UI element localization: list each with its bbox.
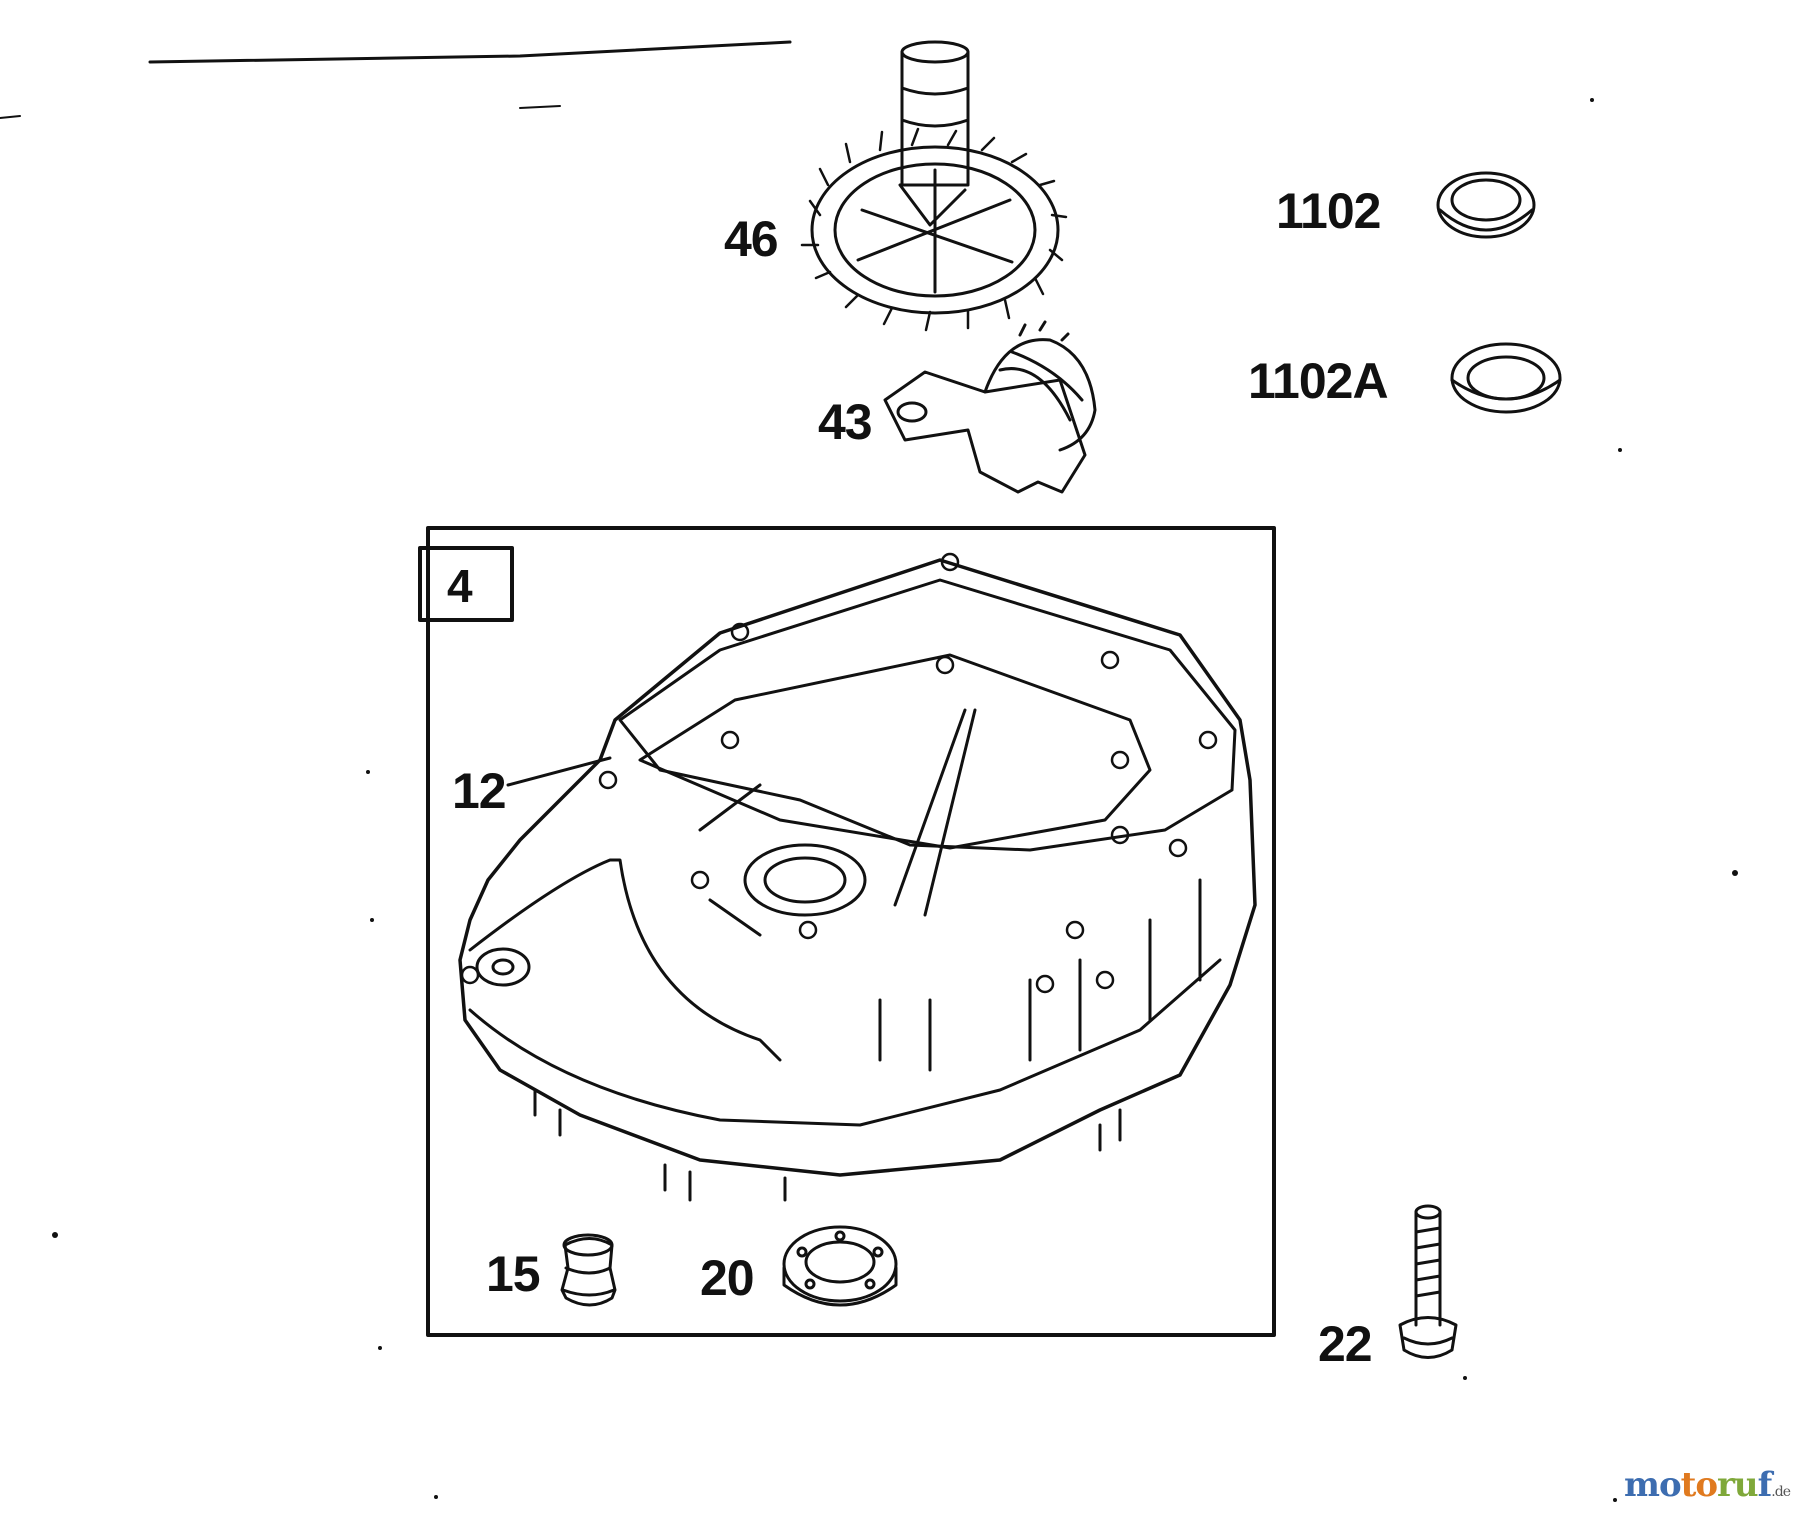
callout-20: 20 [700,1250,755,1306]
seal-part-1102a [1450,342,1562,414]
watermark-part: ru [1717,1465,1759,1505]
scan-specks [52,98,1738,1502]
assembly-box [426,526,1276,1337]
governor-part-43 [883,320,1097,494]
watermark-part: .de [1771,1484,1791,1500]
callout-43: 43 [818,394,873,450]
plug-part-15 [560,1233,617,1307]
crankcase-cover-part-4 [458,552,1257,1202]
callout-12: 12 [452,763,507,819]
gasket-leader-line-12 [506,756,612,787]
callout-46: 46 [724,211,779,267]
watermark-part: to [1680,1465,1718,1505]
item-number-box [418,546,514,622]
callout-4: 4 [447,560,473,612]
cam-gear-part-46 [800,40,1068,332]
callout-1102: 1102 [1276,183,1381,239]
watermark-part: mo [1623,1465,1682,1505]
bolt-part-22 [1398,1204,1458,1359]
scan-line [0,115,21,119]
oil-seal-part-20 [782,1225,898,1307]
watermark-part: f [1757,1465,1773,1505]
seal-part-1102 [1436,171,1536,239]
scan-line [148,40,792,64]
callout-15: 15 [486,1246,541,1302]
watermark-logo: motoruf.de [1623,1465,1791,1505]
callout-1102a: 1102A [1248,353,1389,409]
scan-line [519,105,561,109]
callout-22: 22 [1318,1316,1373,1372]
